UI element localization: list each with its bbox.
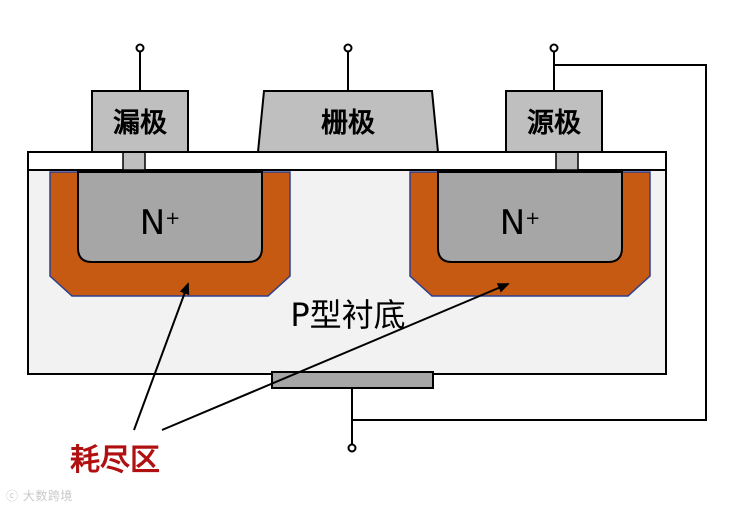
gate-electrode (256, 90, 440, 153)
source-electrode (505, 90, 603, 153)
watermark-logo-icon: ⓒ (6, 489, 19, 503)
watermark-text: 大数跨境 (22, 489, 73, 503)
drain-electrode (91, 90, 189, 153)
drain-terminal (135, 43, 145, 53)
n-plus-label-right: N+ (500, 203, 541, 243)
substrate-label: P型衬底 (290, 296, 405, 334)
source-body-wire (352, 64, 707, 421)
source-label: 源极 (527, 108, 581, 139)
depletion-arrow-right (161, 283, 510, 431)
depletion-arrow-left (133, 282, 190, 431)
body-terminal (347, 443, 357, 453)
gate-label: 栅极 (321, 108, 375, 139)
n-plus-region-right (437, 171, 623, 263)
watermark: ⓒ 大数跨境 (6, 487, 73, 504)
source-terminal (549, 43, 559, 53)
drain-label: 漏极 (113, 108, 167, 139)
drain-contact (122, 151, 146, 171)
n-plus-region-left (77, 171, 263, 263)
source-contact (555, 151, 579, 171)
depletion-label: 耗尽区 (70, 443, 160, 478)
n-plus-label-left: N+ (140, 203, 181, 243)
gate-terminal (343, 43, 353, 53)
